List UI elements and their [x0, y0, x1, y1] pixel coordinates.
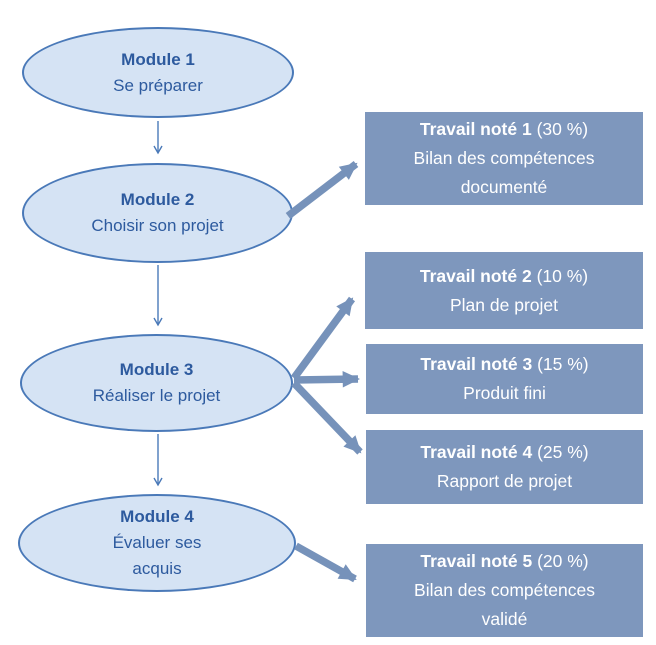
- work-1-desc-line-2: documenté: [460, 177, 548, 197]
- work-5-desc-line-2: validé: [481, 609, 528, 629]
- work-4-box: Travail noté 4 (25 %) Rapport de projet: [366, 430, 643, 504]
- module-3-subtitle: Réaliser le projet: [92, 386, 221, 405]
- arrow-module3-to-work4: [291, 380, 363, 455]
- work-5-title: Travail noté 5 (20 %): [420, 551, 589, 571]
- work-3-desc-line-1: Produit fini: [463, 383, 546, 403]
- module-1-subtitle: Se préparer: [113, 75, 203, 95]
- module-2-title: Module 2: [120, 190, 195, 209]
- module-2-node: Module 2 Choisir son projet: [22, 163, 293, 263]
- module-3-title: Module 3: [119, 360, 194, 379]
- module-2-subtitle: Choisir son projet: [91, 216, 224, 235]
- module-4-subtitle-line-1: Évaluer ses: [112, 533, 202, 552]
- work-2-desc-line-1: Plan de projet: [450, 294, 558, 315]
- work-1-title: Travail noté 1 (30 %): [419, 119, 589, 139]
- module-4-node: Module 4 Évaluer ses acquis: [18, 494, 296, 592]
- work-5-box: Travail noté 5 (20 %) Bilan des compéten…: [366, 544, 643, 637]
- arrow-module3-to-work2: [290, 296, 356, 381]
- module-1-title: Module 1: [121, 49, 195, 69]
- work-2-box: Travail noté 2 (10 %) Plan de projet: [365, 252, 643, 329]
- work-5-desc-line-1: Bilan des compétences: [414, 580, 595, 600]
- module-3-node: Module 3 Réaliser le projet: [20, 334, 293, 432]
- work-3-box: Travail noté 3 (15 %) Produit fini: [366, 344, 643, 414]
- work-4-desc-line-1: Rapport de projet: [436, 471, 573, 491]
- module-4-title: Module 4: [120, 507, 194, 526]
- work-3-title: Travail noté 3 (15 %): [420, 354, 589, 374]
- module-4-subtitle-line-2: acquis: [132, 559, 182, 578]
- work-1-desc-line-1: Bilan des compétences: [413, 148, 595, 168]
- module-1-node: Module 1 Se préparer: [22, 27, 294, 118]
- work-2-title: Travail noté 2 (10 %): [419, 265, 589, 286]
- work-4-title: Travail noté 4 (25 %): [420, 442, 589, 462]
- arrow-module4-to-work5: [294, 542, 357, 583]
- work-1-box: Travail noté 1 (30 %) Bilan des compéten…: [365, 112, 643, 205]
- arrow-module2-to-work1: [285, 161, 359, 219]
- arrow-module3-to-work3: [293, 370, 360, 388]
